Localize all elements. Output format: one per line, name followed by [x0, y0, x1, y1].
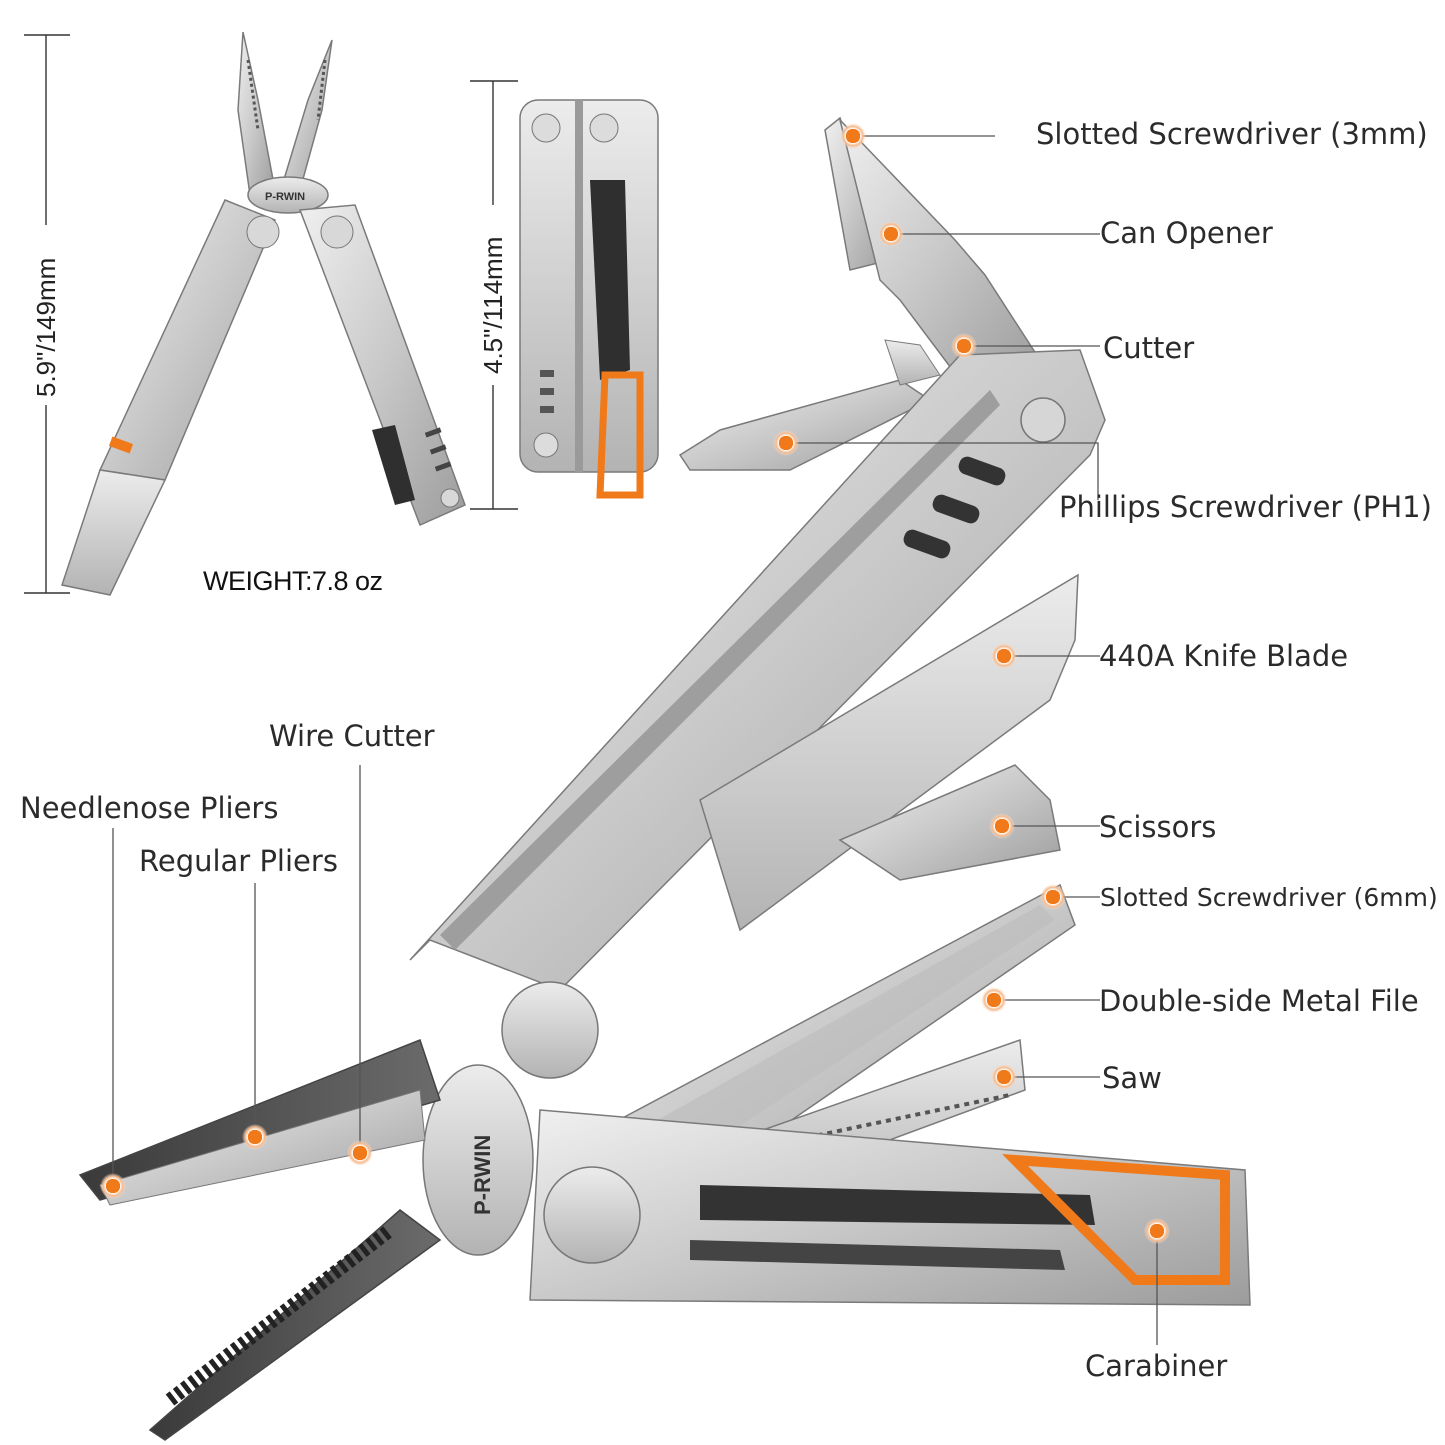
leader-lines [112, 135, 1158, 1345]
label-knife: 440A Knife Blade [1099, 639, 1349, 673]
label-file: Double-side Metal File [1099, 984, 1419, 1018]
label-phillips: Phillips Screwdriver (PH1) [1059, 490, 1432, 524]
dot-knife [991, 643, 1017, 669]
main-tool-illustration: P-RWIN [78, 116, 1251, 1441]
callout-dots [100, 123, 1170, 1244]
dot-scissors [989, 813, 1015, 839]
main-logo: P-RWIN [470, 1135, 495, 1215]
label-slotted-6mm: Slotted Screwdriver (6mm) [1100, 883, 1438, 912]
open-height-ruler [24, 34, 70, 594]
dot-saw [991, 1064, 1017, 1090]
dot-cutter [951, 333, 977, 359]
label-regular: Regular Pliers [139, 844, 338, 878]
label-scissors: Scissors [1099, 810, 1217, 844]
weight-label: WEIGHT:7.8 oz [203, 566, 383, 596]
dot-wire-cutter [347, 1140, 373, 1166]
dot-slotted-6mm [1040, 884, 1066, 910]
dot-can-opener [878, 221, 904, 247]
closed-height-label: 4.5"/114mm [478, 236, 508, 374]
dot-slotted-3mm [840, 123, 866, 149]
open-pliers-illustration: P-RWIN [61, 31, 466, 596]
label-slotted-3mm: Slotted Screwdriver (3mm) [1036, 117, 1428, 151]
label-can-opener: Can Opener [1100, 216, 1273, 250]
label-wire-cutter: Wire Cutter [269, 719, 435, 753]
closed-height-ruler [470, 80, 518, 510]
dot-needlenose [100, 1173, 126, 1199]
closed-tool-illustration [519, 99, 659, 499]
label-saw: Saw [1102, 1061, 1162, 1095]
open-height-label: 5.9"/149mm [31, 257, 61, 397]
label-needlenose: Needlenose Pliers [20, 791, 279, 825]
dot-file [981, 987, 1007, 1013]
dot-phillips [773, 430, 799, 456]
small-logo: P-RWIN [265, 191, 305, 203]
dot-carabiner [1144, 1218, 1170, 1244]
label-carabiner: Carabiner [1085, 1349, 1228, 1383]
dot-regular [242, 1124, 268, 1150]
label-cutter: Cutter [1103, 331, 1195, 365]
